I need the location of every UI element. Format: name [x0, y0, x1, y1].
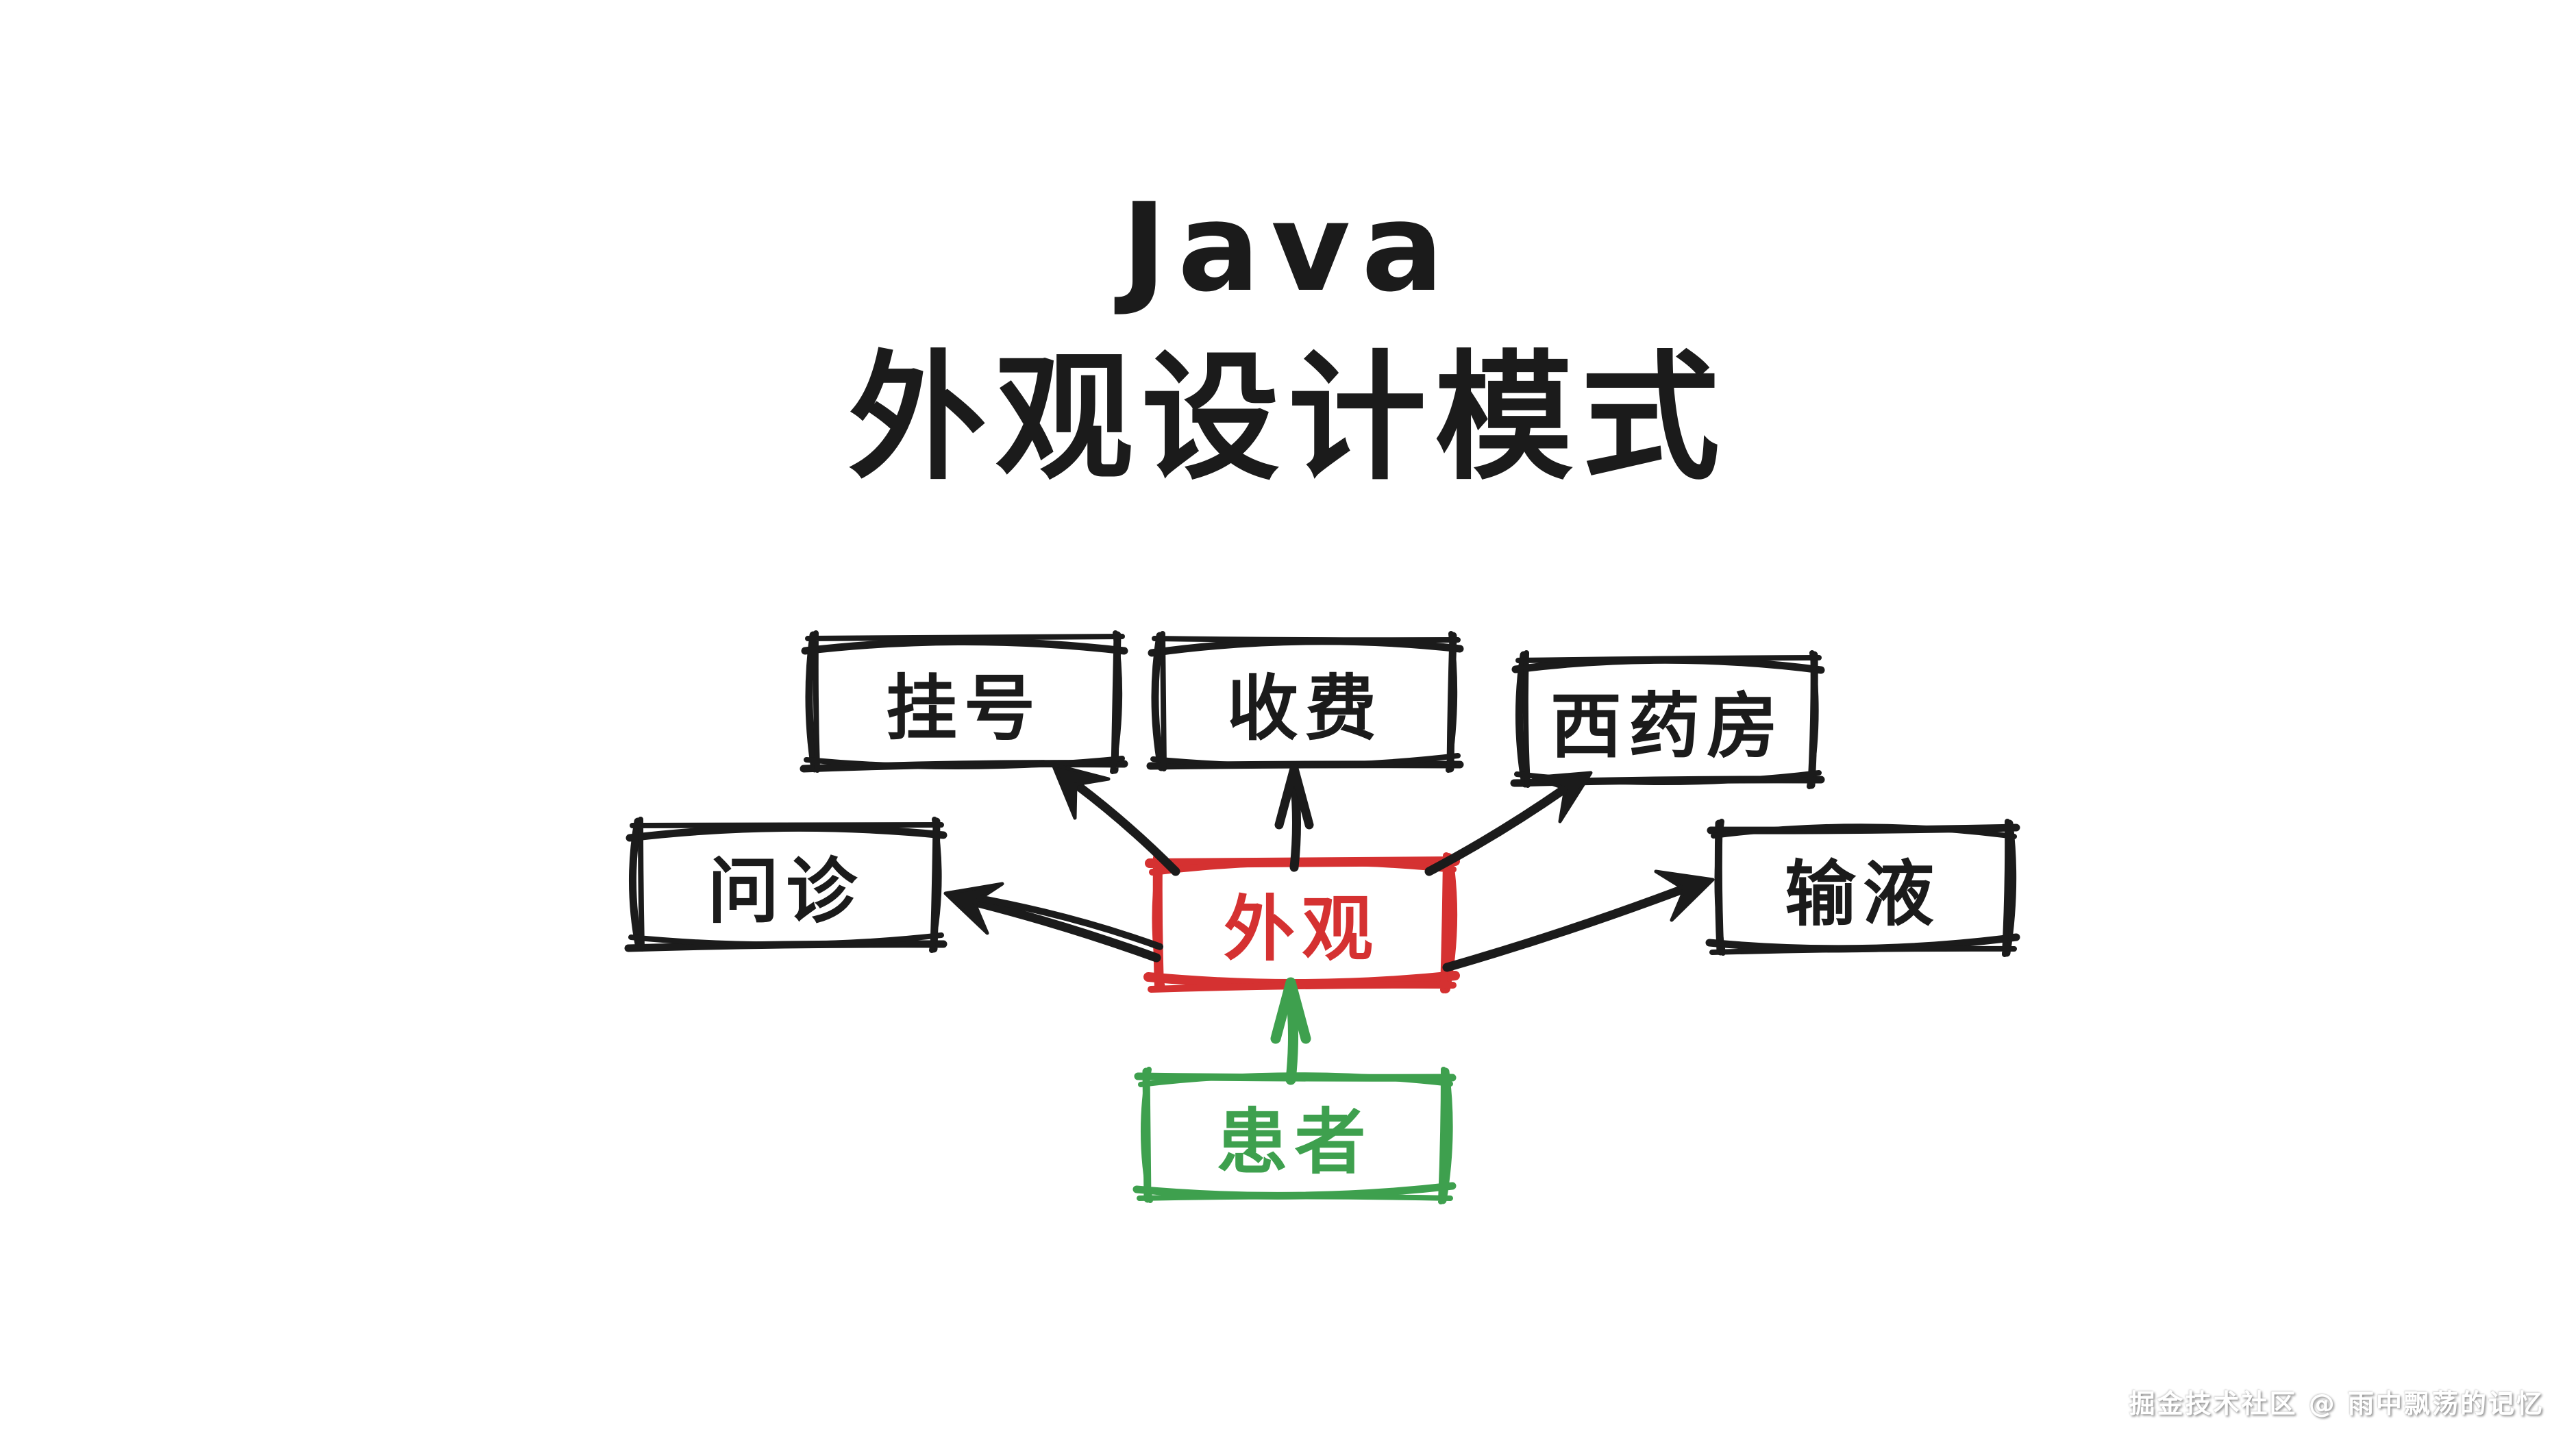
arrow-facade-to-consultation-head [943, 882, 1004, 935]
node-box-consultation-overdraw [628, 817, 944, 953]
node-box-infusion-overdraw [1709, 819, 2017, 957]
watermark: 掘金技术社区 @ 雨中飘荡的记忆 [2129, 1389, 2544, 1419]
arrow-patient-to-facade-head [1270, 977, 1311, 1044]
arrow-facade-to-infusion-shaft [1442, 884, 1687, 972]
node-box-infusion [1705, 819, 2020, 957]
node-label-pharmacy: 西药房 [1550, 684, 1785, 768]
arrow-facade-to-consultation-shaft-overdraw [968, 893, 1163, 950]
arrow-facade-to-registration-head [1051, 763, 1111, 820]
node-box-registration-overdraw [804, 630, 1125, 774]
title-pattern-name: 外观设计模式 [848, 337, 1728, 499]
node-label-registration: 挂号 [885, 667, 1042, 750]
node-box-payment-overdraw [1150, 631, 1461, 773]
node-box-facade-overdraw [1148, 852, 1457, 993]
arrow-facade-to-consultation-shaft [971, 897, 1161, 963]
node-label-facade: 外观 [1223, 887, 1380, 971]
title-java: Java [1121, 177, 1455, 319]
arrow-facade-to-payment-head [1274, 764, 1314, 830]
node-box-registration [800, 631, 1128, 774]
node-label-consultation: 问诊 [707, 849, 864, 933]
node-label-payment: 收费 [1226, 666, 1383, 750]
arrow-facade-to-infusion-head [1654, 869, 1715, 922]
node-box-pharmacy-overdraw [1514, 650, 1822, 789]
node-label-patient: 患者 [1216, 1100, 1373, 1184]
page-title: Java 外观设计模式 [0, 179, 2576, 496]
node-label-infusion: 输液 [1784, 852, 1941, 936]
arrow-facade-to-pharmacy-shaft [1424, 784, 1569, 876]
arrow-facade-to-registration-shaft [1072, 780, 1180, 876]
arrow-facade-to-pharmacy-head [1531, 771, 1593, 823]
